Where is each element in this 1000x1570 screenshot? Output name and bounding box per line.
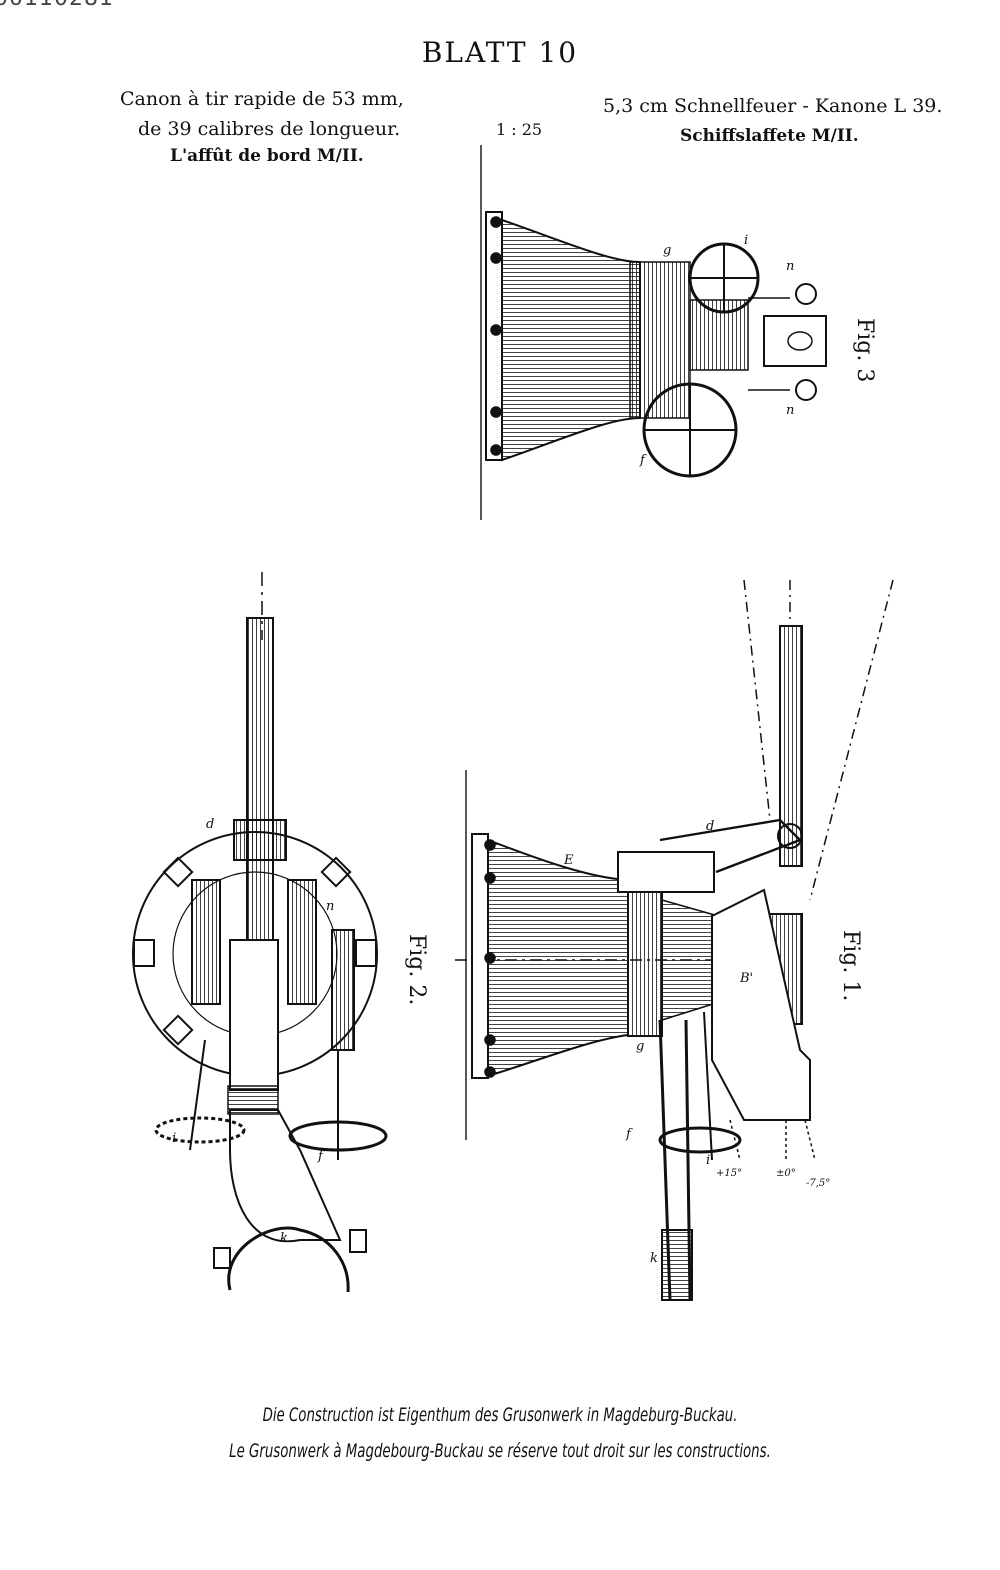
document-id: 00110281 xyxy=(0,0,114,11)
footer-french: Le Grusonwerk à Magdebourg-Buckau se rés… xyxy=(229,1440,771,1462)
label-i-fig1: i xyxy=(706,1153,710,1168)
label-g-fig3: g xyxy=(663,243,671,258)
label-n-fig3-bottom: n xyxy=(786,403,794,418)
label-n-fig3-top: n xyxy=(786,259,794,274)
label-k-fig1: k xyxy=(650,1251,658,1266)
label-d-fig1: d xyxy=(706,819,714,834)
label-f-fig2: f xyxy=(317,1149,325,1164)
label-angle-plus15: +15° xyxy=(716,1168,742,1179)
label-angle-zero: ±0° xyxy=(776,1168,796,1179)
footer-german: Die Construction ist Eigenthum des Gruso… xyxy=(262,1404,738,1426)
label-angle-minus75: -7,5° xyxy=(806,1178,830,1189)
fig1-drawing xyxy=(455,579,894,1301)
label-f-fig3: f xyxy=(639,453,647,468)
french-title-line2: de 39 calibres de longueur. xyxy=(138,118,401,140)
label-k-fig2: k xyxy=(280,1231,288,1246)
fig3-drawing xyxy=(480,145,827,520)
label-i-fig3: i xyxy=(744,233,748,248)
label-f-fig1: f xyxy=(625,1127,633,1142)
german-title-line1: 5,3 cm Schnellfeuer - Kanone L 39. xyxy=(603,95,943,117)
label-n-fig2: n xyxy=(326,899,334,914)
label-i-fig2: i xyxy=(172,1131,176,1146)
sheet-title: BLATT 10 xyxy=(421,36,579,69)
drawing-scale: 1 : 25 xyxy=(496,120,543,139)
french-title-line3: L'affût de bord M/II. xyxy=(170,146,364,166)
fig1-caption: Fig. 1. xyxy=(838,930,863,1002)
french-title-line1: Canon à tir rapide de 53 mm, xyxy=(120,88,404,110)
label-g-fig1: g xyxy=(636,1039,644,1054)
german-title-line2: Schiffslaffete M/II. xyxy=(680,126,859,146)
fig2-drawing xyxy=(132,572,388,1293)
label-E-fig1: E xyxy=(563,853,574,868)
label-B-fig1: B' xyxy=(739,971,753,986)
fig3-caption: Fig. 3 xyxy=(852,318,877,383)
label-d-fig2: d xyxy=(206,817,214,832)
fig2-caption: Fig. 2. xyxy=(404,934,429,1006)
